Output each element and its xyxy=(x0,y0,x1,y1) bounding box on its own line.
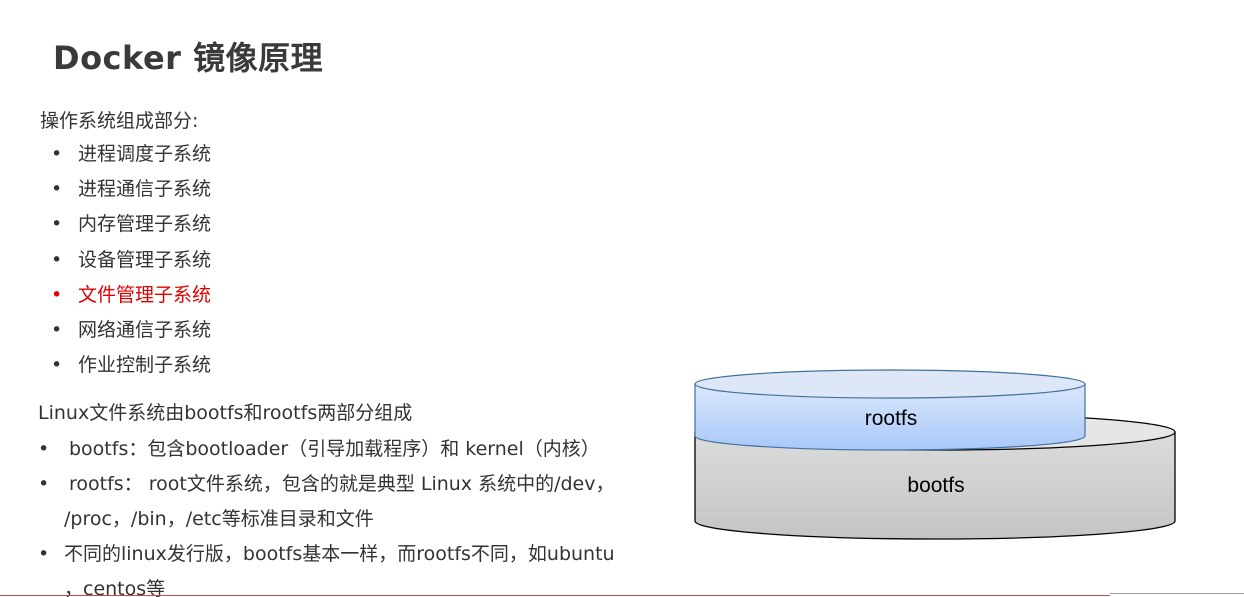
list-item: • rootfs： root文件系统，包含的就是典型 Linux 系统中的/de… xyxy=(38,467,648,537)
bottom-divider-right xyxy=(1110,593,1244,594)
list-item: • 设备管理子系统 xyxy=(40,246,211,281)
list-item-label: 网络通信子系统 xyxy=(78,318,212,341)
fs-point-list: • bootfs：包含bootloader（引导加载程序）和 kernel（内核… xyxy=(38,432,648,597)
fs-point-text-continued: ，centos等 xyxy=(64,578,166,597)
rootfs-body xyxy=(694,383,1086,451)
page-title: Docker 镜像原理 xyxy=(53,39,324,77)
list-item: • 进程通信子系统 xyxy=(40,175,211,210)
rootfs-label: rootfs xyxy=(865,407,918,430)
subsystem-list: • 进程调度子系统 • 进程通信子系统 • 内存管理子系统 • 设备管理子系统 • 文件管… xyxy=(40,140,211,386)
list-item-label: 设备管理子系统 xyxy=(78,248,212,271)
bullet-icon: • xyxy=(51,354,63,377)
list-item-label: 文件管理子系统 xyxy=(78,283,212,306)
bullet-icon: • xyxy=(38,473,50,495)
rootfs-cylinder xyxy=(694,369,1086,451)
fs-point-text: 不同的linux发行版，bootfs基本一样，而rootfs不同，如ubuntu xyxy=(64,543,615,565)
list-item: • 网络通信子系统 xyxy=(40,316,211,351)
bullet-icon: • xyxy=(38,438,50,460)
fs-point-text-continued: /proc，/bin，/etc等标准目录和文件 xyxy=(64,508,374,530)
bootfs-body xyxy=(694,431,1176,540)
list-item: • 作业控制子系统 xyxy=(40,351,211,386)
bullet-icon: • xyxy=(51,213,63,236)
bootfs-label: bootfs xyxy=(907,474,964,497)
bullet-icon: • xyxy=(51,318,63,341)
fs-point-text: bootfs：包含bootloader（引导加载程序）和 kernel（内核） xyxy=(69,438,600,460)
bullet-icon: • xyxy=(51,178,63,201)
bottom-divider xyxy=(0,595,1110,596)
list-item: • 进程调度子系统 xyxy=(40,140,211,175)
rootfs-top xyxy=(694,369,1086,399)
list-item-highlighted: • 文件管理子系统 xyxy=(40,281,211,316)
list-item-label: 进程调度子系统 xyxy=(78,143,212,165)
list-item-label: 进程通信子系统 xyxy=(78,178,212,201)
list-item: • 不同的linux发行版，bootfs基本一样，而rootfs不同，如ubun… xyxy=(38,537,648,597)
fs-point-text: rootfs： root文件系统，包含的就是典型 Linux 系统中的/dev， xyxy=(69,473,615,495)
bullet-icon: • xyxy=(51,248,63,271)
list-item-label: 作业控制子系统 xyxy=(78,354,212,377)
bullet-icon: • xyxy=(51,283,63,306)
fs-layer-diagram: rootfs bootfs xyxy=(694,369,1176,540)
fs-heading: Linux文件系统由bootfs和rootfs两部分组成 xyxy=(38,402,413,424)
list-item: • bootfs：包含bootloader（引导加载程序）和 kernel（内核… xyxy=(38,432,648,467)
list-item: • 内存管理子系统 xyxy=(40,210,211,245)
bullet-icon: • xyxy=(38,543,50,565)
list-item-label: 内存管理子系统 xyxy=(78,213,212,236)
bullet-icon: • xyxy=(51,143,63,165)
os-components-heading: 操作系统组成部分: xyxy=(40,110,199,132)
